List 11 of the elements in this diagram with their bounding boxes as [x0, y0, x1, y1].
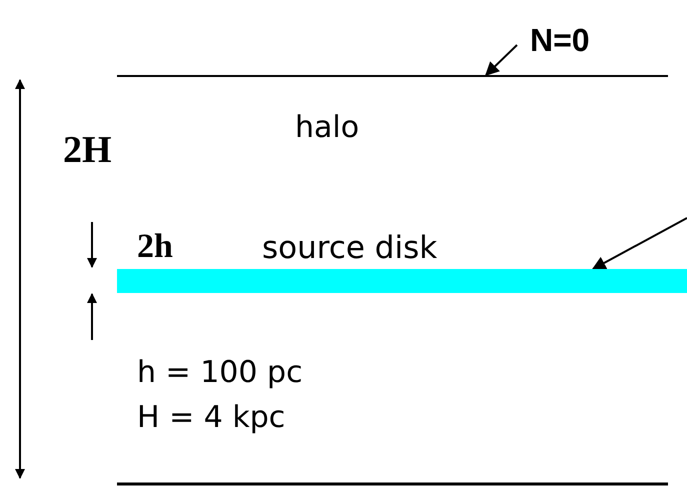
leader-line	[485, 44, 518, 76]
dimension-label: 2h	[137, 228, 173, 266]
region-label: halo	[295, 110, 360, 145]
parameter-text: H = 4 kpc	[137, 400, 286, 435]
region-label: source disk	[262, 230, 438, 266]
boundary-line	[117, 75, 668, 77]
arrow	[592, 217, 687, 270]
boundary-label: N=0	[530, 22, 590, 59]
parameter-text: h = 100 pc	[137, 355, 303, 390]
dimension-label: 2H	[63, 128, 112, 172]
disk-bar	[117, 269, 687, 293]
